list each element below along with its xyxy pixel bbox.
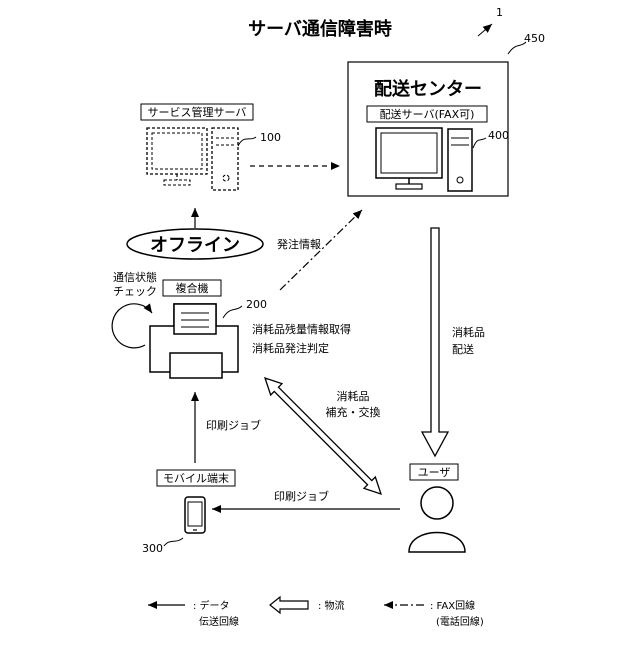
replace-label-2: 補充・交換 [326,405,381,419]
mfp-label: 複合機 [176,281,209,295]
management-server: サービス管理サーバ 100 [141,104,281,190]
comm-check-label-1: 通信状態 [113,270,157,284]
user-person-icon [409,487,465,552]
mfp-note-1: 消耗品残量情報取得 [252,322,351,336]
order-info-label: 発注情報 [277,237,321,251]
legend: : データ 伝送回線 : 物流 : FAX回線 (電話回線) [148,597,484,628]
smartphone-icon [185,497,205,533]
delivery-label-2: 配送 [452,342,474,356]
delivery-server-label: 配送サーバ(FAX可) [380,107,475,121]
print-job-up-label: 印刷ジョブ [206,418,261,432]
management-server-ref: 100 [260,131,281,144]
legend-goods-hollow-arrow [270,597,308,613]
delivery-center: 配送センター 配送サーバ(FAX可) 400 [348,62,509,196]
legend-fax-line-label-2: (電話回線) [436,615,484,628]
delivery-server-computer-icon [376,128,472,191]
management-server-label: サービス管理サーバ [148,105,247,119]
delivery-center-title: 配送センター [374,78,482,100]
figure-ref-leader [478,24,492,36]
mobile-label: モバイル端末 [163,471,229,485]
comm-check-label-2: チェック [113,285,157,298]
mfp-note-2: 消耗品発注判定 [252,341,329,355]
center-server-ref: 400 [488,129,509,142]
print-job-left-label: 印刷ジョブ [274,489,329,503]
legend-data-line-label-2: 伝送回線 [199,615,239,628]
management-server-computer-icon [147,128,238,190]
delivery-label-1: 消耗品 [452,325,485,339]
comm-check-loop-arrow [112,304,152,348]
center-ref: 450 [524,32,545,45]
mobile-ref: 300 [142,542,163,555]
mobile-terminal: モバイル端末 300 [142,470,235,555]
figure-ref-number: 1 [496,6,503,19]
mfp: 複合機 200 [150,280,267,378]
offline-label: オフライン [150,235,240,256]
mfp-ref: 200 [246,298,267,311]
delivery-hollow-arrow [422,228,448,456]
user-label: ユーザ [418,466,451,479]
replace-label-1: 消耗品 [337,389,370,403]
legend-goods-label: : 物流 [318,599,345,612]
legend-data-line-label-1: : データ [193,599,230,612]
legend-fax-line-label-1: : FAX回線 [430,599,475,612]
diagram-title: サーバ通信障害時 [248,18,392,40]
user: ユーザ [409,464,465,552]
